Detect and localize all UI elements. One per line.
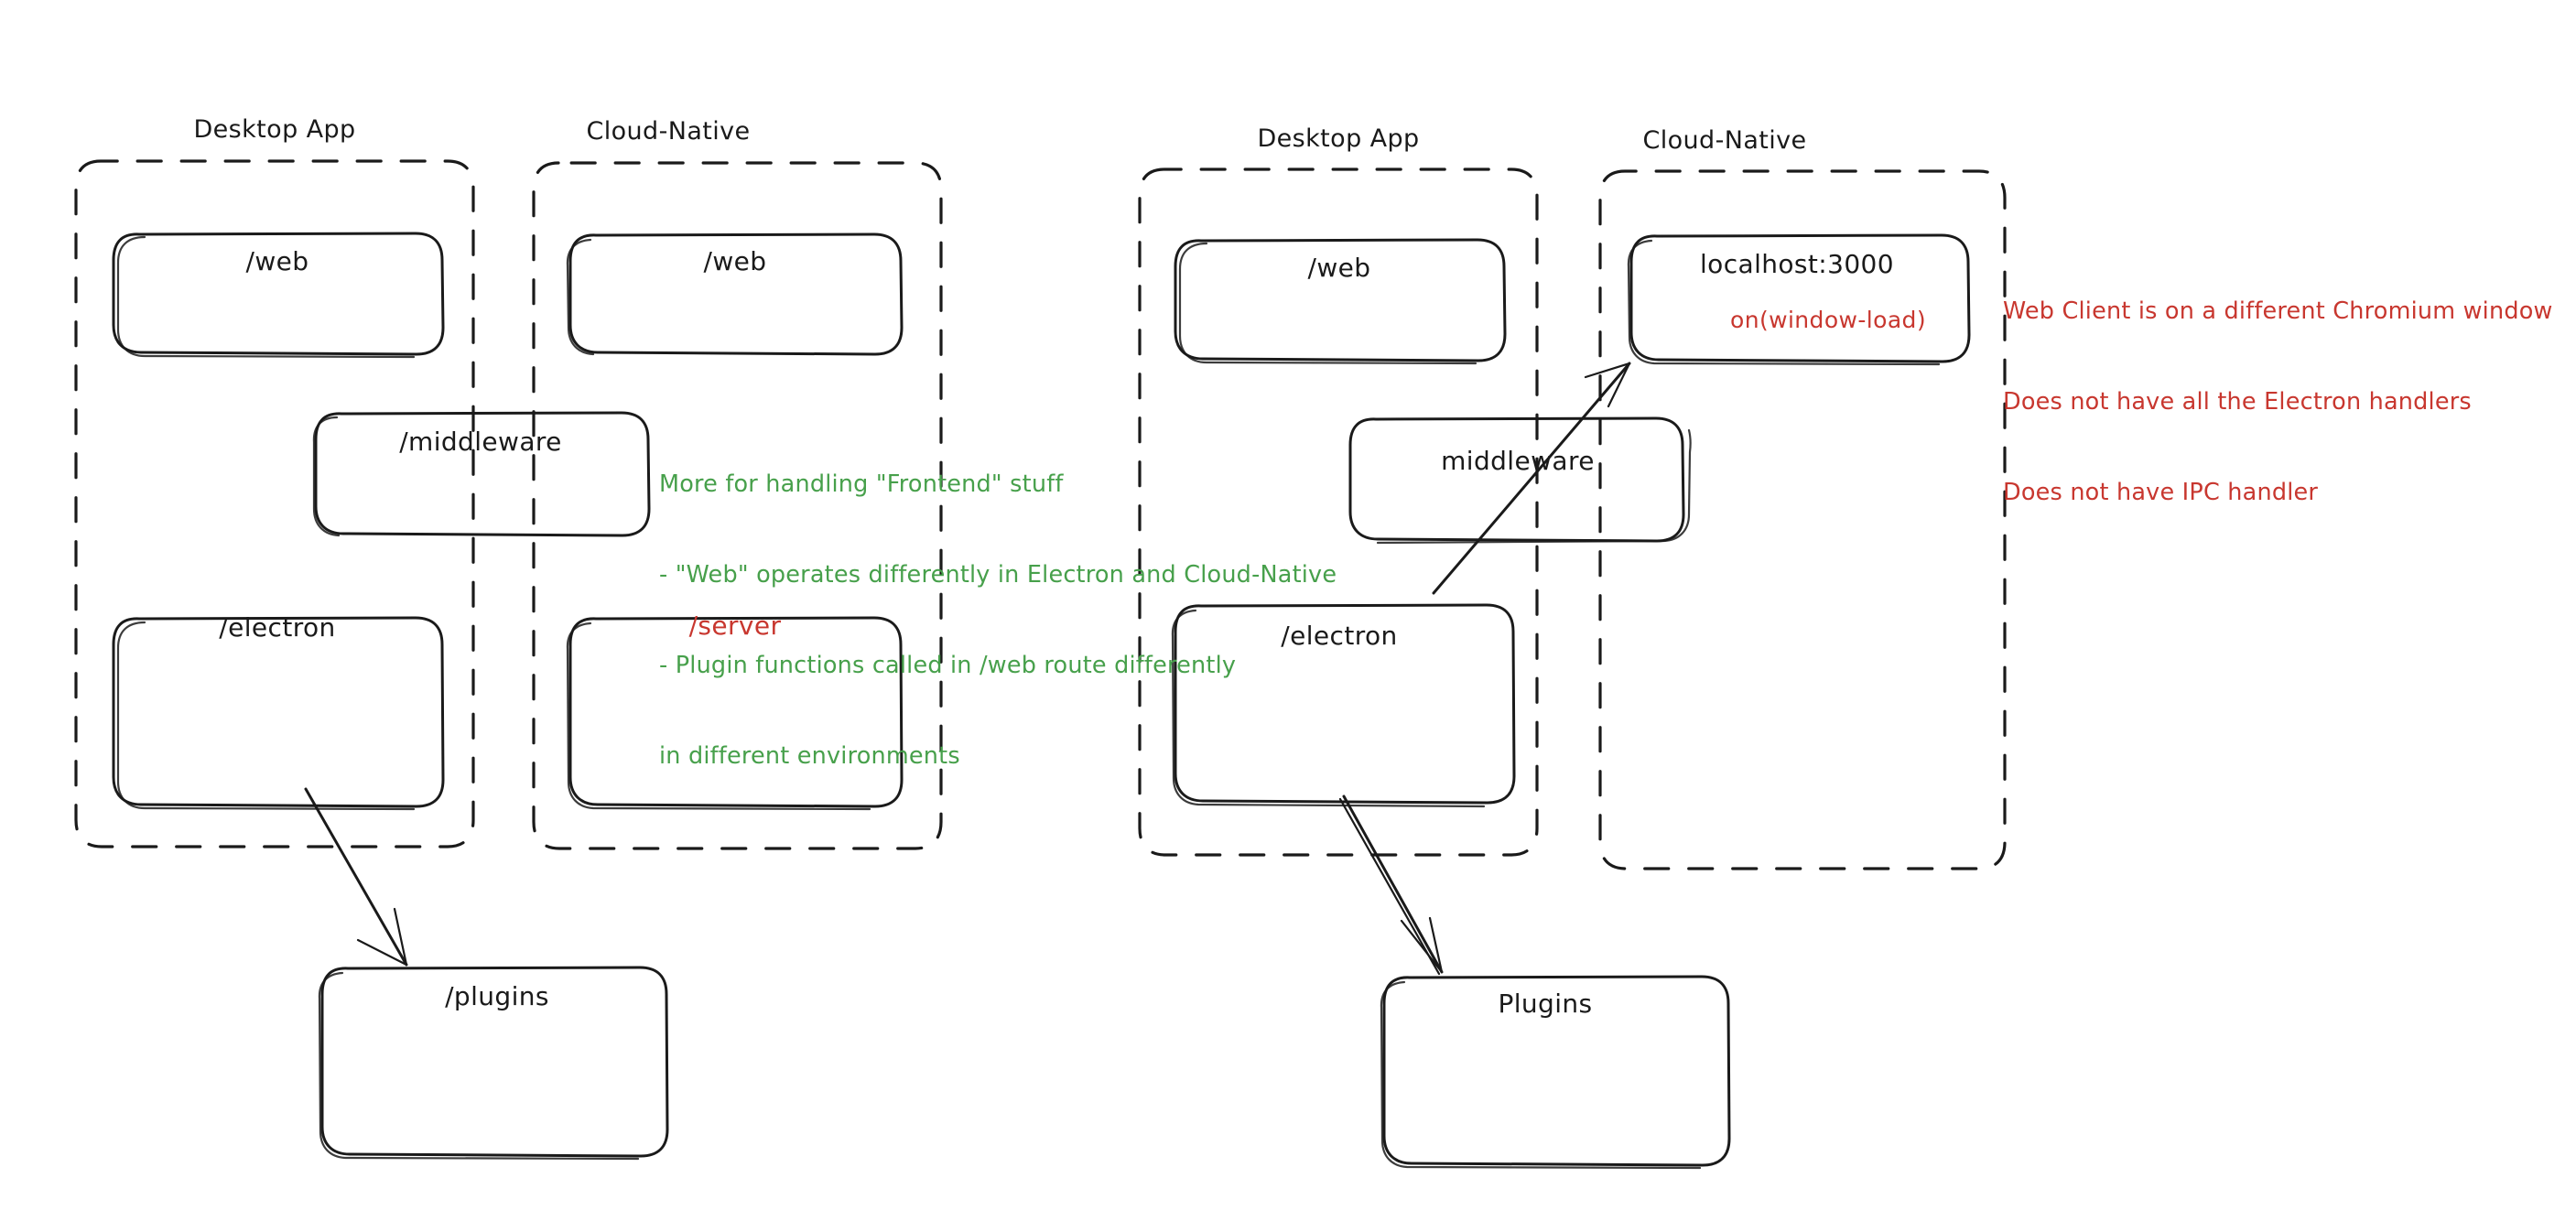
left-plugins-box-outline bbox=[318, 966, 669, 1161]
left-plugins-label: /plugins bbox=[445, 981, 549, 1011]
right-electron-to-plugins-arrow bbox=[1338, 794, 1444, 976]
left-middleware-label: /middleware bbox=[399, 427, 562, 457]
left-cloud-server-label: /server bbox=[688, 611, 782, 641]
red-annotation-line-1: Web Client is on a different Chromium wi… bbox=[2003, 297, 2553, 325]
right-desktop-app-container bbox=[1138, 168, 1539, 857]
green-annotation-line-4: in different environments bbox=[659, 742, 960, 770]
left-desktop-electron-box-outline bbox=[112, 616, 445, 811]
right-localhost-label: localhost:3000 bbox=[1700, 249, 1894, 279]
left-desktop-web-box-outline bbox=[112, 232, 445, 359]
right-cloud-native-title: Cloud-Native bbox=[1642, 126, 1807, 155]
right-desktop-electron-box-outline bbox=[1171, 603, 1516, 808]
right-plugins-label: Plugins bbox=[1498, 989, 1593, 1019]
green-annotation-line-1: More for handling "Frontend" stuff bbox=[659, 470, 1064, 498]
left-cloud-native-container bbox=[532, 161, 943, 850]
left-cloud-web-label: /web bbox=[703, 246, 767, 276]
left-desktop-app-container bbox=[74, 159, 475, 848]
red-annotation: Web Client is on a different Chromium wi… bbox=[2003, 236, 2553, 568]
red-annotation-line-2: Does not have all the Electron handlers bbox=[2003, 388, 2472, 416]
left-desktop-electron-label: /electron bbox=[219, 612, 336, 643]
left-desktop-app-title: Desktop App bbox=[193, 115, 356, 144]
right-desktop-electron-label: /electron bbox=[1281, 621, 1398, 651]
left-cloud-native-title: Cloud-Native bbox=[586, 117, 751, 146]
right-localhost-sublabel: on(window-load) bbox=[1730, 307, 1926, 333]
green-annotation: More for handling "Frontend" stuff - "We… bbox=[659, 409, 1337, 832]
right-cloud-native-container bbox=[1598, 169, 2007, 870]
left-middleware-box-outline bbox=[312, 411, 651, 537]
left-cloud-web-box-outline bbox=[566, 232, 904, 356]
left-electron-to-plugins-arrow bbox=[304, 787, 408, 967]
right-desktop-web-box-outline bbox=[1174, 238, 1507, 365]
green-annotation-line-3: - Plugin functions called in /web route … bbox=[659, 652, 1237, 679]
right-desktop-app-title: Desktop App bbox=[1257, 124, 1420, 153]
right-plugins-box-outline bbox=[1380, 975, 1731, 1170]
right-electron-to-localhost-arrow bbox=[1432, 362, 1631, 595]
left-cloud-server-box-outline bbox=[566, 616, 904, 811]
red-annotation-line-3: Does not have IPC handler bbox=[2003, 479, 2319, 506]
green-annotation-line-2: - "Web" operates differently in Electron… bbox=[659, 561, 1337, 589]
right-middleware-label: middleware bbox=[1441, 446, 1595, 476]
right-middleware-box-outline bbox=[1348, 416, 1692, 545]
right-desktop-web-label: /web bbox=[1307, 253, 1371, 283]
right-localhost-box-outline bbox=[1627, 233, 1971, 366]
left-desktop-web-label: /web bbox=[245, 246, 309, 276]
